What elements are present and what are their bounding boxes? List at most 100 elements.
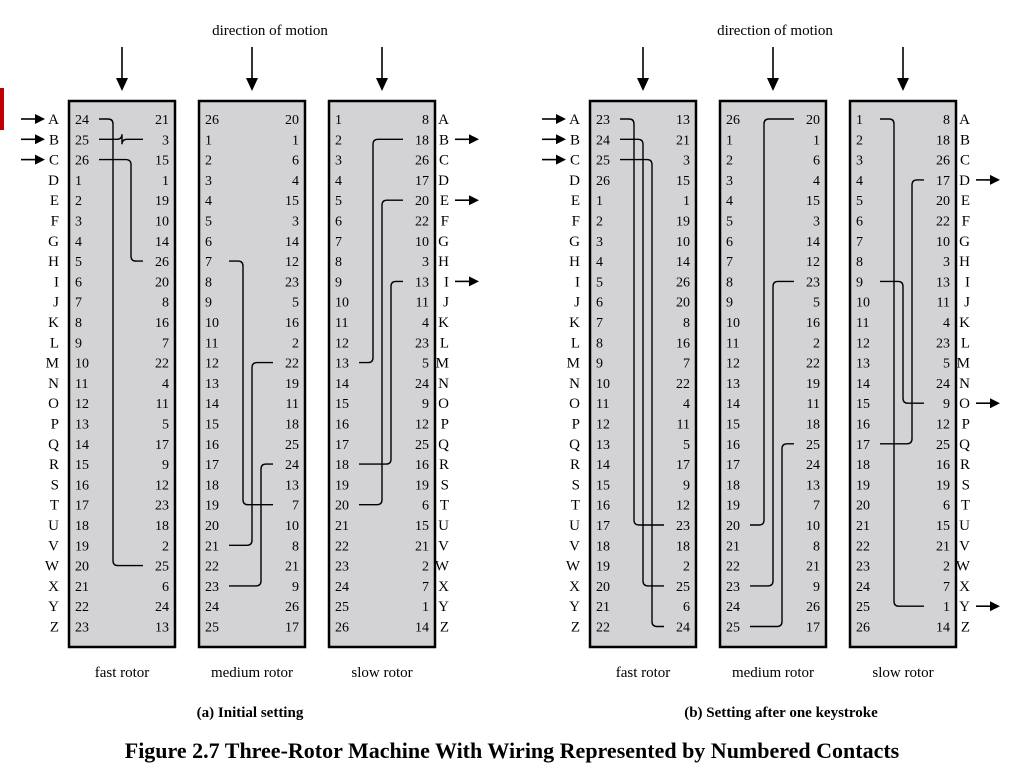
- right-contact-number: 15: [936, 519, 950, 534]
- rotor-wire: [880, 280, 924, 404]
- left-contact-number: 12: [856, 336, 870, 351]
- right-contact-number: 6: [813, 154, 820, 169]
- left-contact-number: 25: [335, 600, 349, 615]
- right-contact-number: 6: [422, 499, 429, 514]
- right-contact-number: 20: [936, 194, 950, 209]
- right-contact-number: 11: [286, 397, 299, 412]
- right-contact-number: 18: [415, 133, 429, 148]
- right-contact-number: 12: [415, 418, 429, 433]
- left-contact-number: 21: [205, 539, 219, 554]
- right-contact-number: 7: [813, 499, 820, 514]
- right-contact-number: 1: [943, 600, 950, 615]
- left-contact-number: 12: [75, 397, 89, 412]
- left-contact-number: 1: [205, 133, 212, 148]
- input-letter: K: [48, 315, 59, 331]
- direction-arrow-head: [897, 78, 909, 91]
- right-contact-number: 16: [285, 316, 299, 331]
- output-letter: Y: [959, 599, 970, 615]
- right-contact-number: 15: [155, 154, 169, 169]
- output-letter: V: [438, 538, 449, 554]
- right-contact-number: 17: [806, 621, 820, 636]
- right-contact-number: 21: [415, 539, 429, 554]
- left-contact-number: 3: [596, 235, 603, 250]
- right-contact-number: 18: [155, 519, 169, 534]
- input-letter: D: [569, 173, 580, 189]
- right-contact-number: 21: [155, 113, 169, 128]
- output-letter: W: [956, 559, 971, 575]
- right-contact-number: 14: [806, 235, 820, 250]
- output-letter: R: [960, 457, 970, 473]
- input-arrow-b-head: [556, 134, 566, 145]
- output-letter: I: [965, 274, 970, 290]
- left-contact-number: 15: [726, 418, 740, 433]
- right-contact-number: 10: [155, 215, 169, 230]
- right-contact-number: 13: [155, 621, 169, 636]
- left-contact-number: 14: [596, 458, 610, 473]
- input-letter: C: [49, 153, 59, 169]
- left-contact-number: 22: [726, 560, 740, 575]
- right-contact-number: 17: [936, 174, 950, 189]
- right-contact-number: 2: [943, 560, 950, 575]
- left-contact-number: 12: [596, 418, 610, 433]
- left-contact-number: 23: [726, 580, 740, 595]
- left-contact-number: 26: [205, 113, 219, 128]
- input-letter: S: [572, 477, 580, 493]
- right-contact-number: 18: [676, 539, 690, 554]
- left-contact-number: 9: [205, 296, 212, 311]
- right-contact-number: 22: [155, 357, 169, 372]
- output-letter: U: [438, 518, 449, 534]
- slow-rotor-a: 1234567891011121314151617181920212223242…: [327, 99, 437, 681]
- right-contact-number: 13: [415, 275, 429, 290]
- direction-of-motion-label: direction of motion: [717, 23, 833, 39]
- output-letter: H: [438, 254, 449, 270]
- right-contact-number: 2: [683, 560, 690, 575]
- left-contact-number: 20: [335, 499, 349, 514]
- left-contact-number: 10: [726, 316, 740, 331]
- right-contact-number: 24: [806, 458, 820, 473]
- left-contact-number: 14: [335, 377, 349, 392]
- right-contact-number: 18: [806, 418, 820, 433]
- right-contact-number: 16: [936, 458, 950, 473]
- left-contact-number: 18: [596, 539, 610, 554]
- rotor-label: slow rotor: [351, 665, 412, 681]
- right-contact-number: 15: [285, 194, 299, 209]
- input-letter: E: [50, 193, 59, 209]
- output-letter: I: [444, 274, 449, 290]
- right-contact-number: 4: [943, 316, 950, 331]
- right-contact-number: 7: [162, 336, 169, 351]
- right-contact-number: 5: [162, 418, 169, 433]
- right-contact-number: 15: [806, 194, 820, 209]
- input-arrow-c-head: [35, 154, 45, 165]
- left-contact-number: 6: [205, 235, 212, 250]
- right-contact-number: 24: [285, 458, 299, 473]
- fast-rotor-b: 2324252612345678910111213141516171819202…: [588, 99, 698, 681]
- rotor-wire: [750, 280, 794, 587]
- left-contact-number: 20: [596, 580, 610, 595]
- right-contact-number: 7: [943, 580, 950, 595]
- right-contact-number: 22: [936, 215, 950, 230]
- left-contact-number: 8: [205, 275, 212, 290]
- left-contact-number: 8: [75, 316, 82, 331]
- left-contact-number: 19: [205, 499, 219, 514]
- input-letter: M: [567, 356, 580, 372]
- left-contact-number: 16: [726, 438, 740, 453]
- output-letter: Q: [959, 437, 970, 453]
- input-letter: O: [48, 396, 59, 412]
- rotor-wire: [359, 199, 403, 506]
- left-contact-number: 22: [205, 560, 219, 575]
- output-letter: P: [962, 417, 970, 433]
- right-contact-number: 11: [677, 418, 690, 433]
- left-contact-number: 5: [856, 194, 863, 209]
- right-contact-number: 17: [415, 174, 429, 189]
- left-contact-number: 7: [205, 255, 212, 270]
- rotor-label: medium rotor: [211, 665, 293, 681]
- input-arrow-a-head: [35, 114, 45, 124]
- right-contact-number: 1: [422, 600, 429, 615]
- input-letter: G: [569, 234, 580, 250]
- left-contact-number: 4: [726, 194, 733, 209]
- input-letter: L: [50, 335, 59, 351]
- right-contact-number: 8: [162, 296, 169, 311]
- right-contact-number: 21: [676, 133, 690, 148]
- medium-rotor-b: 2612345678910111213141516171819202122232…: [718, 99, 828, 681]
- left-contact-number: 25: [726, 621, 740, 636]
